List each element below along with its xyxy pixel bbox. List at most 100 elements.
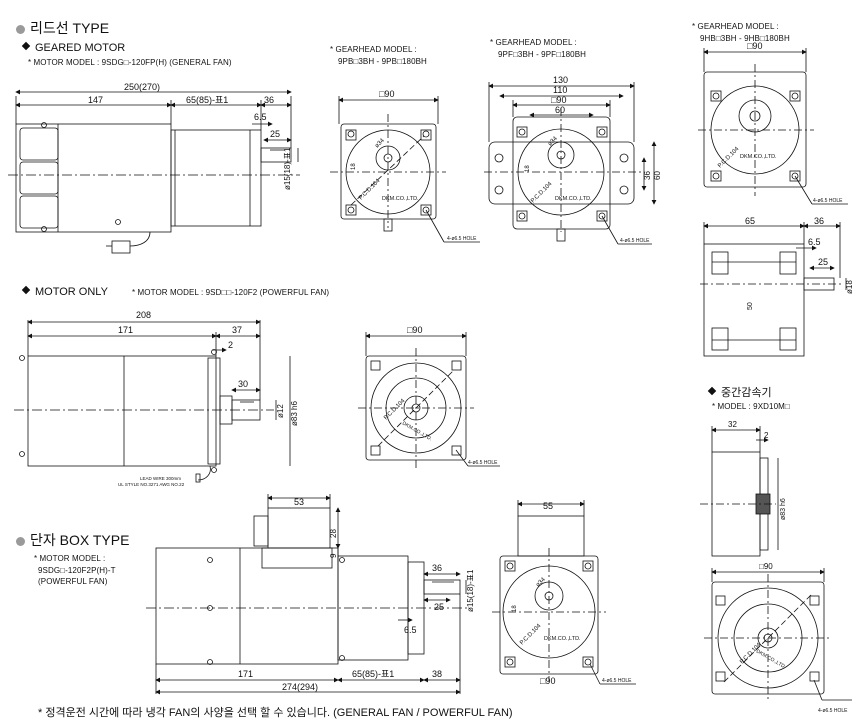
pf-18: 18	[525, 165, 531, 172]
pb-hole: 4-ø6.5 HOLE	[447, 236, 477, 242]
geared-motor-side-view	[8, 122, 300, 254]
gearhead-hb-front	[698, 48, 848, 205]
reducer-side	[700, 426, 779, 557]
geared-motor-title: GEARED MOTOR	[20, 41, 125, 54]
reducer-32: 32	[728, 420, 737, 429]
bullet-icon	[16, 25, 25, 34]
pf-90: □90	[551, 95, 566, 105]
geared-motor-model: * MOTOR MODEL : 9SDG□-120FP(H) (GENERAL …	[28, 58, 232, 67]
reducer-2: 2	[764, 431, 769, 440]
motor-only-front	[358, 332, 500, 468]
reducer-hole: 4-ø6.5 HOLE	[818, 708, 848, 714]
bullet-icon	[16, 537, 25, 546]
dim-shaft-d: ø15(18)-표1	[283, 147, 292, 190]
gearhead-pb-model-2: 9PB□3BH - 9PB□180BH	[338, 57, 427, 66]
reducer-model: * MODEL : 9XD10M□	[712, 402, 790, 411]
box-type-title: 단자 BOX TYPE	[16, 530, 129, 550]
mo-lead-1: LEAD WIRE 300mm	[140, 476, 181, 481]
pb-dia: ø34	[374, 137, 386, 149]
gearhead-pb-model-1: * GEARHEAD MODEL :	[330, 45, 417, 54]
hb-hole: 4-ø6.5 HOLE	[813, 198, 843, 204]
gearhead-pf-front	[484, 82, 657, 245]
box-model-3: (POWERFUL FAN)	[38, 577, 108, 586]
gearhead-hb-model-2: 9HB□3BH - 9HB□180BH	[700, 34, 790, 43]
box-shaft-d: ø15(18)-표1	[466, 569, 475, 612]
mo-front: 37	[232, 325, 242, 335]
pf-60h: 60	[653, 171, 662, 180]
mo-step: 2	[228, 340, 233, 350]
motor-only-model: * MOTOR MODEL : 9SD□□-120F2 (POWERFUL FA…	[132, 288, 330, 297]
box-53: 53	[294, 497, 304, 507]
box-38: 38	[432, 669, 442, 679]
box-front-dia: ø34	[535, 576, 547, 588]
dim-shaft-len: 36	[264, 95, 274, 105]
box-9: 9	[329, 553, 338, 558]
hb-side-65: 65	[745, 216, 755, 226]
box-shaft-len: 36	[432, 563, 442, 573]
reducer-pilot: ø83 h6	[780, 498, 787, 520]
hb-side-d18: ø18	[845, 280, 854, 294]
pb-pcd: P.C.D.104	[358, 178, 382, 202]
reducer-square: □90	[759, 562, 773, 571]
pf-110: 110	[553, 85, 567, 95]
gearhead-pb-front	[330, 96, 480, 243]
box-key: 25	[434, 602, 444, 612]
mo-key: 30	[238, 379, 248, 389]
gearhead-pf-model-2: 9PF□3BH - 9PF□180BH	[498, 50, 587, 59]
box-gear: 65(85)-표1	[352, 669, 394, 679]
box-front-hole: 4-ø6.5 HOLE	[602, 678, 632, 684]
reducer-brand: DKM.CO.,LTD.	[755, 649, 787, 671]
hb-side-36: 36	[814, 216, 824, 226]
dim-key: 25	[270, 129, 280, 139]
box-body: 171	[238, 669, 253, 679]
pf-36: 36	[643, 171, 652, 180]
motor-only-side-view	[14, 319, 291, 483]
mo-front-square: □90	[407, 325, 422, 335]
box-front-pcd: P.C.D.104	[519, 623, 543, 647]
box-front-55: 55	[543, 501, 553, 511]
mo-front-hole: 4-ø6.5 HOLE	[468, 460, 498, 466]
hb-brand: DKM.CO.,LTD.	[740, 154, 777, 160]
mo-pilot: ø83 h6	[290, 401, 299, 426]
section-lead-title: 리드선 TYPE	[16, 18, 109, 38]
box-front-square: □90	[540, 676, 555, 686]
pf-brand: DKM.CO.,LTD.	[555, 196, 592, 202]
pf-dia: ø34	[547, 135, 559, 147]
footer-note: * 정격운전 시간에 따라 냉각 FAN의 사양을 선택 할 수 있습니다. (…	[38, 707, 513, 719]
mo-lead-2: UL STYLE NO.3271 AWG NO.22	[118, 482, 185, 487]
pf-60: 60	[555, 105, 565, 115]
mo-front-brand: DKM.CO.,LTD.	[401, 421, 433, 443]
hb-side-50: 50	[747, 302, 754, 310]
hb-square: □90	[747, 41, 762, 51]
hb-side-key: 25	[818, 257, 828, 267]
gearhead-hb-model-1: * GEARHEAD MODEL :	[692, 22, 779, 31]
hb-side-step: 6.5	[808, 237, 821, 247]
box-model-2: 9SDG□-120F2P(H)-T	[38, 566, 116, 575]
pb-square: □90	[379, 89, 394, 99]
reducer-front	[704, 568, 852, 702]
motor-only-title: MOTOR ONLY	[20, 285, 108, 298]
box-front-18: 18	[512, 605, 518, 612]
dim-gear: 65(85)-표1	[186, 95, 228, 105]
mo-body: 171	[118, 325, 133, 335]
box-step: 6.5	[404, 625, 417, 635]
dim-total: 250(270)	[124, 82, 160, 92]
pf-hole: 4-ø6.5 HOLE	[620, 238, 650, 244]
dim-step: 6.5	[254, 112, 267, 122]
pb-18: 18	[351, 163, 357, 170]
box-model-1: * MOTOR MODEL :	[34, 554, 106, 563]
box-type-side-view	[146, 494, 470, 695]
mo-shaft: ø12	[276, 404, 285, 418]
pf-130: 130	[553, 75, 568, 85]
dim-body: 147	[88, 95, 103, 105]
gearhead-pf-model-1: * GEARHEAD MODEL :	[490, 38, 577, 47]
mo-total: 208	[136, 310, 151, 320]
reducer-title: 중간감속기	[706, 384, 772, 400]
box-type-front	[492, 500, 636, 685]
geared-motor-dims	[15, 89, 299, 162]
box-front-brand: DKM.CO.,LTD.	[544, 636, 581, 642]
box-28: 28	[329, 529, 338, 538]
box-total: 274(294)	[282, 682, 318, 692]
pf-pcd: P.C.D.104	[530, 181, 554, 205]
